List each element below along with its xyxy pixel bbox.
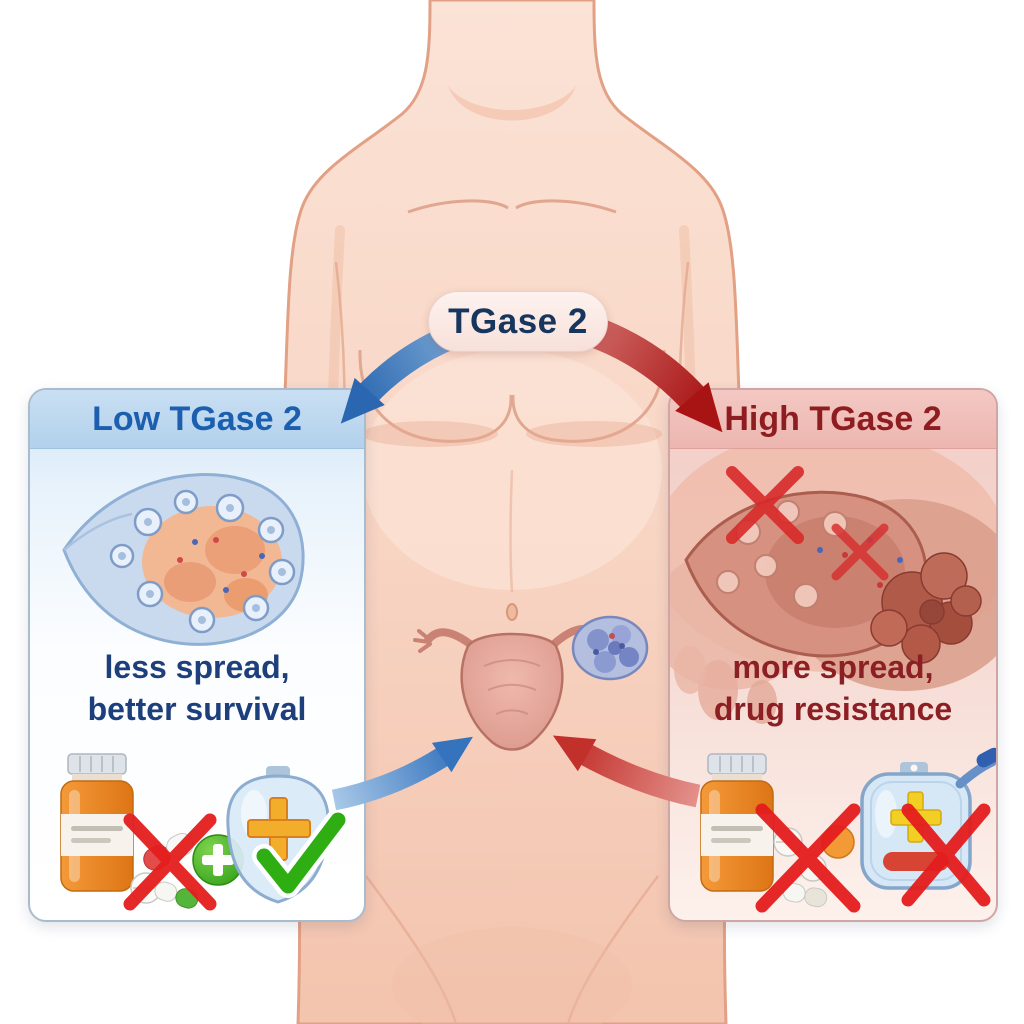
pill-bottle-icon — [700, 753, 774, 892]
low-panel-art — [60, 473, 350, 911]
low-tumor-illustration — [62, 473, 305, 646]
chest-highlight — [362, 350, 662, 590]
high-caption-line1: more spread, — [732, 649, 934, 685]
pelvic-shading — [392, 927, 632, 1024]
high-tgase2-panel: High TGase 2 more spread, drug resistanc… — [668, 388, 998, 922]
high-panel-caption: more spread, drug resistance — [670, 646, 996, 730]
iv-tube-tip — [976, 747, 996, 768]
micro-dots — [177, 537, 265, 593]
tgase2-badge: TGase 2 — [428, 291, 608, 352]
low-panel-caption: less spread, better survival — [30, 646, 364, 730]
low-caption-line2: better survival — [87, 691, 307, 728]
low-tgase2-panel: Low TGase 2 less spread, better survival — [28, 388, 366, 922]
navel — [506, 603, 518, 621]
uterus-body — [460, 632, 564, 751]
breast-shadow-right — [526, 421, 662, 447]
hip-creases — [364, 875, 660, 1024]
uterus-texture — [483, 659, 541, 715]
tgase2-badge-label: TGase 2 — [448, 301, 588, 341]
tumor-berry-cluster — [870, 552, 982, 664]
breast-shadow-left — [362, 421, 498, 447]
high-caption-line2: drug resistance — [713, 691, 953, 728]
red-x-pills-icon — [755, 803, 861, 913]
fimbriae-left — [413, 629, 432, 653]
fallopian-tube-left — [424, 628, 474, 648]
collarbone-lines — [407, 199, 617, 214]
red-x-tumor-small-icon — [831, 523, 889, 581]
uterus-illustration — [413, 615, 649, 751]
low-panel-title: Low TGase 2 — [30, 390, 364, 449]
fallopian-tube-right — [550, 624, 602, 648]
high-panel-title: High TGase 2 — [670, 390, 996, 449]
low-caption-line1: less spread, — [104, 649, 290, 685]
red-x-ivbag-icon — [901, 803, 991, 907]
neck-shadow — [448, 86, 576, 121]
pill-bottle-icon — [60, 753, 134, 892]
belly-line — [509, 469, 514, 593]
red-x-pills-icon — [123, 813, 217, 911]
ovarian-tumor — [571, 615, 649, 681]
